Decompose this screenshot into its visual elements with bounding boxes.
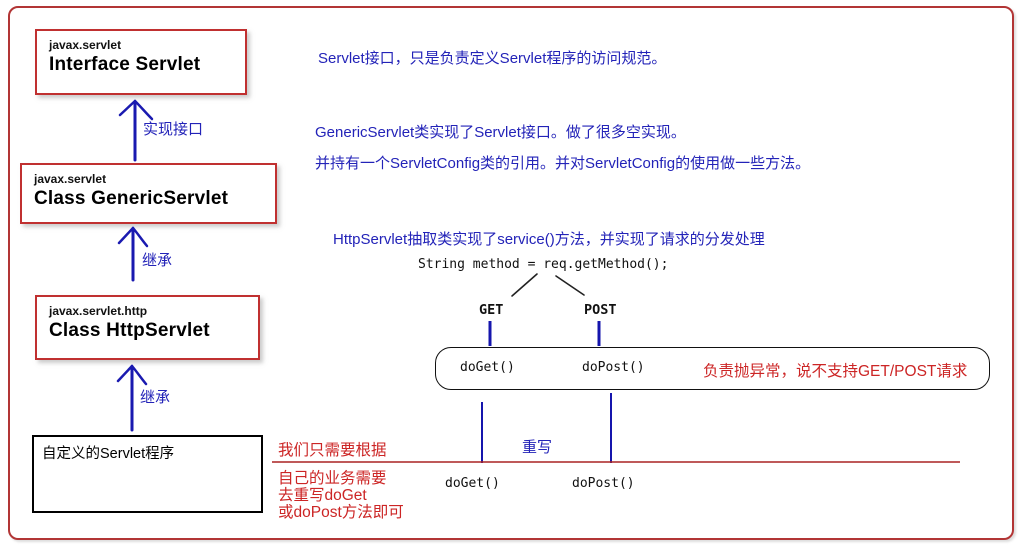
- generic-servlet-box: javax.servlet Class GenericServlet: [20, 163, 277, 224]
- get-label: GET: [479, 302, 504, 318]
- http-servlet-box: javax.servlet.http Class HttpServlet: [35, 295, 260, 360]
- package-label: javax.servlet: [34, 172, 107, 186]
- package-label: javax.servlet: [49, 38, 122, 52]
- override-note-line: 去重写doGet: [278, 487, 367, 504]
- override-note-body: 自己的业务需要 去重写doGet 或doPost方法即可: [278, 470, 404, 521]
- get-method-code: String method = req.getMethod();: [418, 257, 669, 272]
- note-servlet-interface: Servlet接口，只是负责定义Servlet程序的访问规范。: [318, 50, 667, 67]
- extends-label-http: 继承: [140, 389, 171, 406]
- http-servlet-methods-box: [435, 347, 990, 390]
- dopost-method: doPost(): [582, 360, 645, 375]
- doget-override: doGet(): [445, 476, 500, 491]
- override-label: 重写: [522, 439, 553, 456]
- override-note-line: 或doPost方法即可: [278, 504, 404, 521]
- doget-method: doGet(): [460, 360, 515, 375]
- package-label: javax.servlet.http: [49, 304, 148, 318]
- post-label: POST: [584, 302, 617, 318]
- class-name-label: Class HttpServlet: [49, 320, 210, 341]
- class-name-label: Class GenericServlet: [34, 188, 229, 209]
- custom-servlet-box: 自定义的Servlet程序: [32, 435, 263, 513]
- throws-exception-note: 负责抛异常，说不支持GET/POST请求: [703, 363, 968, 380]
- diagram-border: [8, 6, 1014, 540]
- dopost-override: doPost(): [572, 476, 635, 491]
- override-note-line: 自己的业务需要: [278, 470, 387, 487]
- extends-label-generic: 继承: [142, 252, 173, 269]
- note-http-servlet: HttpServlet抽取类实现了service()方法，并实现了请求的分发处理: [333, 231, 765, 248]
- custom-servlet-label: 自定义的Servlet程序: [42, 446, 175, 462]
- class-name-label: Interface Servlet: [49, 54, 201, 75]
- note-generic-servlet-1: GenericServlet类实现了Servlet接口。做了很多空实现。: [315, 124, 686, 141]
- interface-servlet-box: javax.servlet Interface Servlet: [35, 29, 247, 95]
- implements-label: 实现接口: [143, 121, 204, 138]
- note-generic-servlet-2: 并持有一个ServletConfig类的引用。并对ServletConfig的使…: [315, 155, 811, 172]
- override-note-top: 我们只需要根据: [278, 442, 387, 459]
